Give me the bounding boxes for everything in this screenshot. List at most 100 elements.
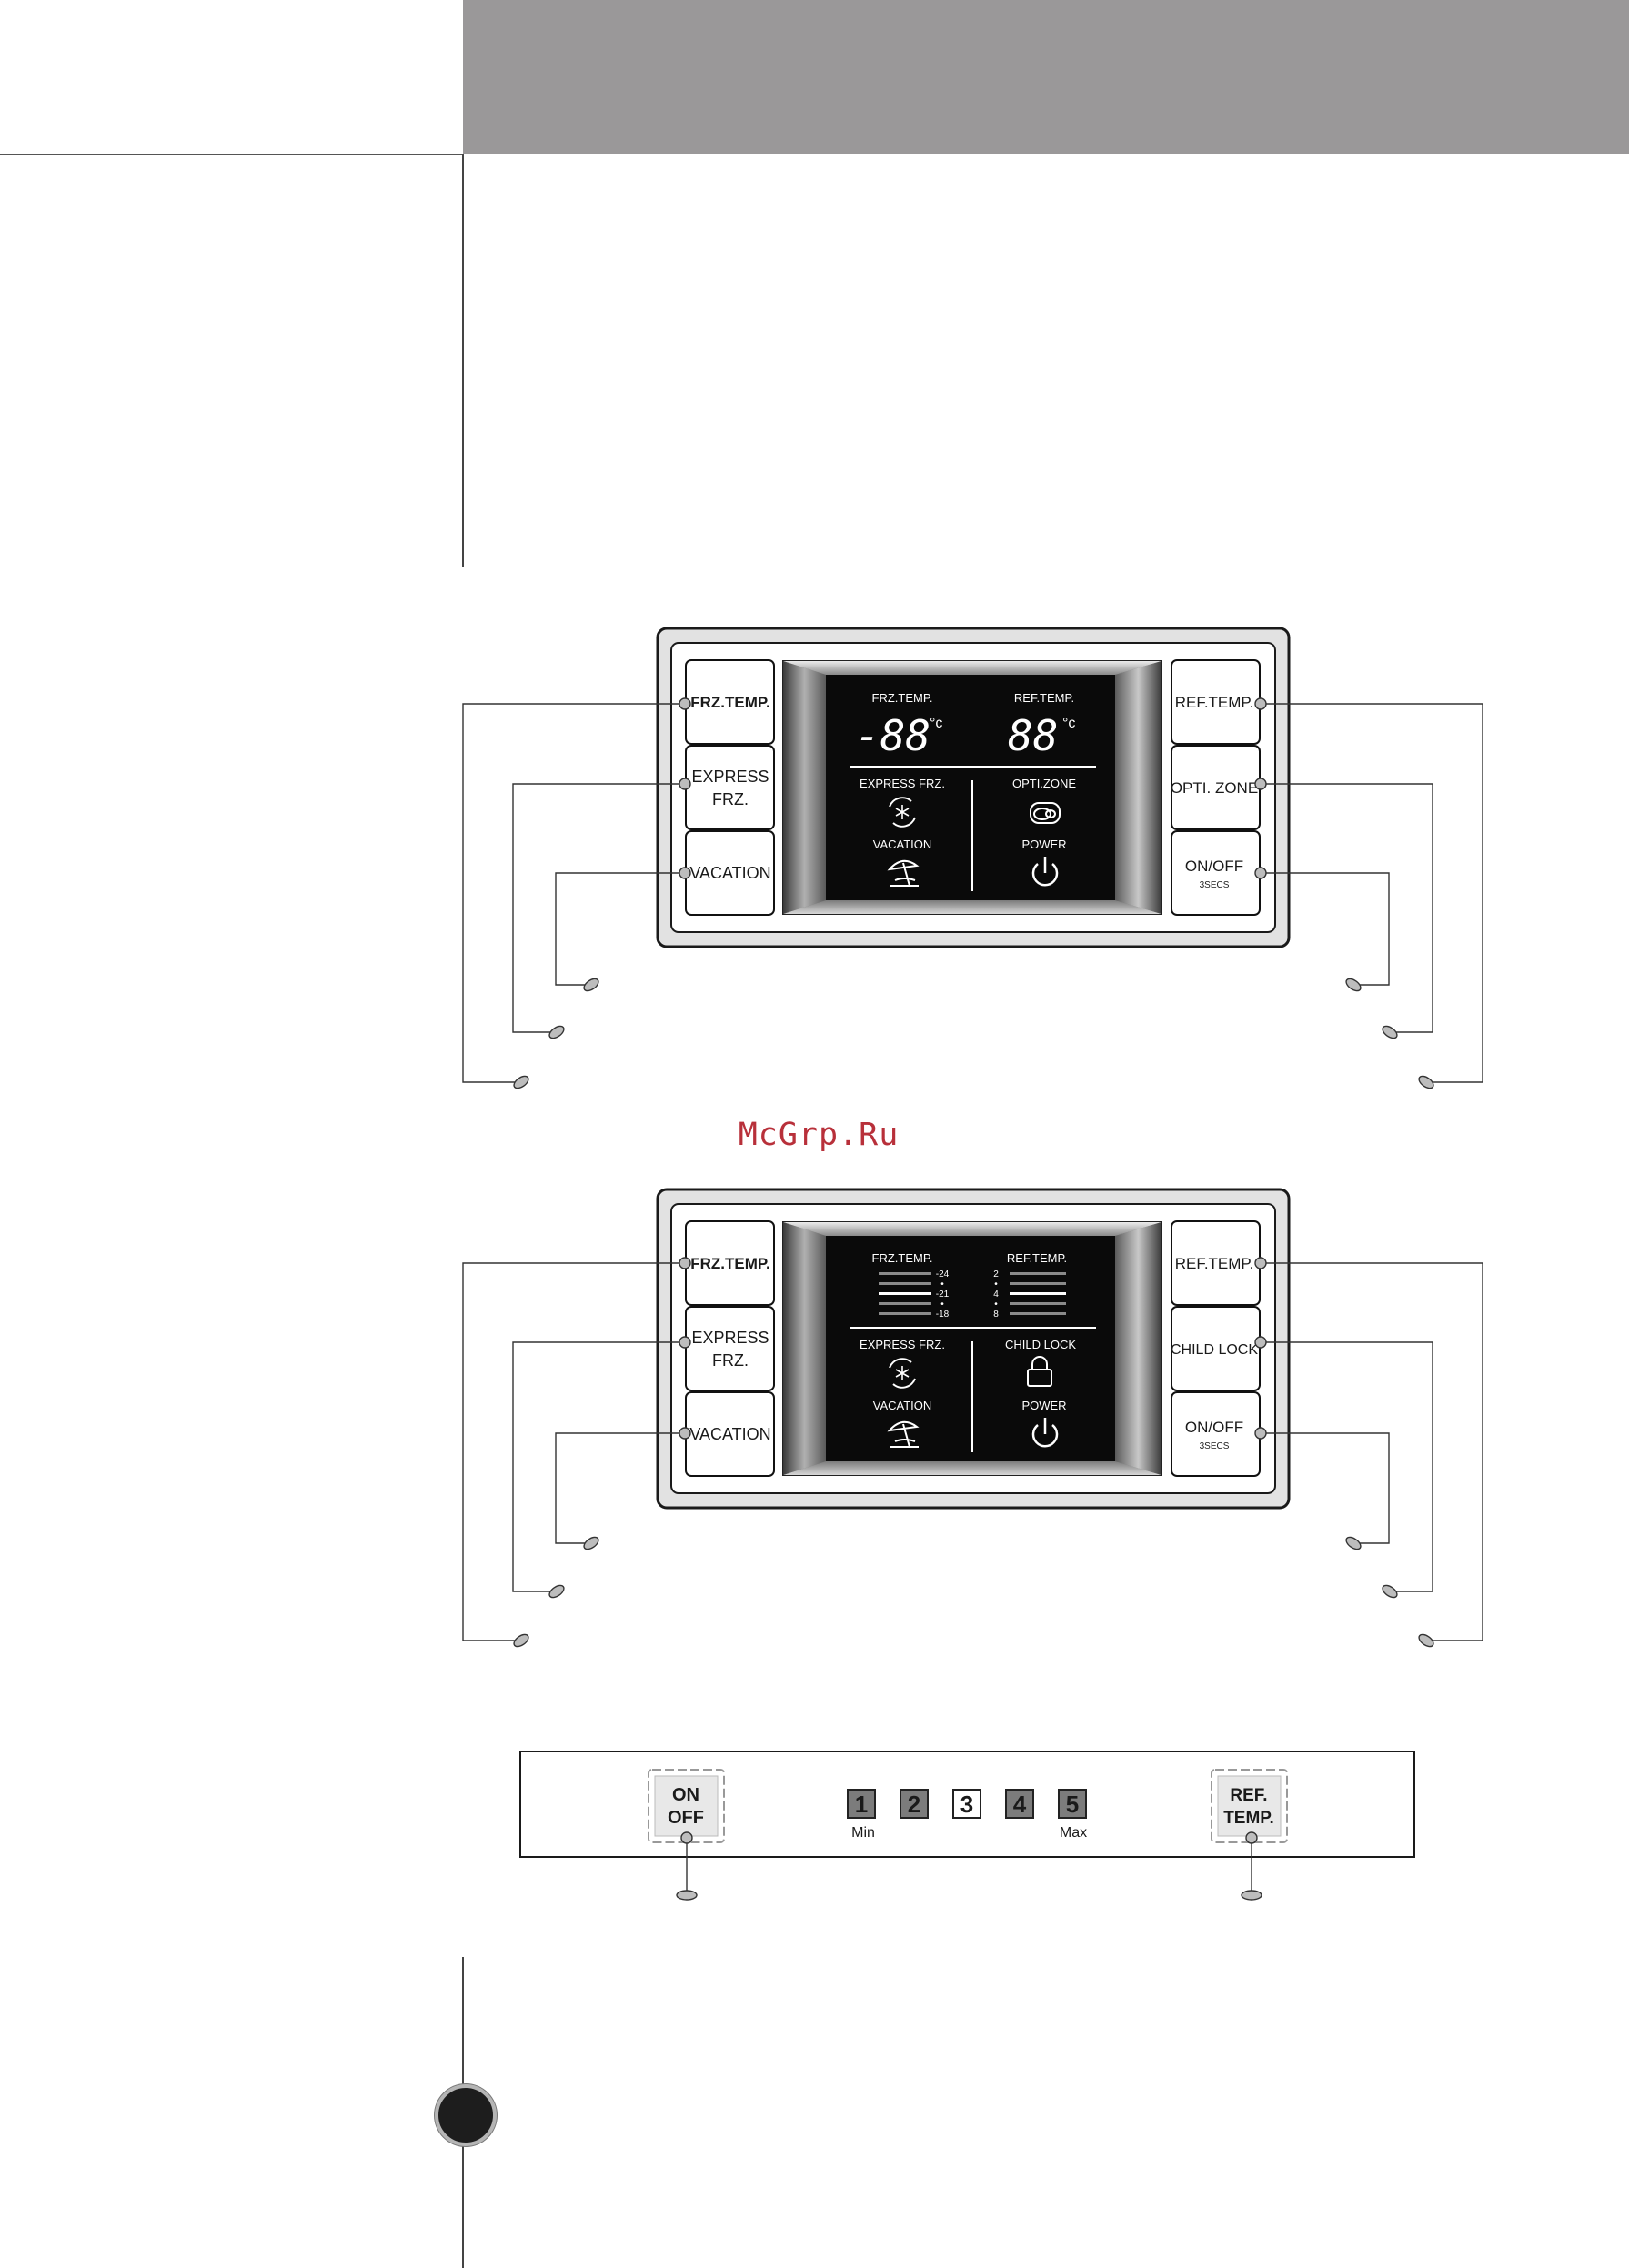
svg-text:4: 4 bbox=[1013, 1791, 1027, 1818]
control-panel-1: FRZ.TEMP. EXPRESS FRZ. VACATION REF.TEMP… bbox=[656, 627, 1291, 948]
vacation-button[interactable]: VACATION bbox=[685, 1391, 775, 1477]
frz-temp-button-label: FRZ.TEMP. bbox=[690, 694, 770, 711]
on-label: ON bbox=[672, 1785, 699, 1805]
svg-text:•: • bbox=[994, 1280, 998, 1290]
level-2-indicator: 2 bbox=[900, 1789, 929, 1819]
lcd-vdivider bbox=[971, 780, 973, 891]
frz-temp-button-label: FRZ.TEMP. bbox=[690, 1255, 770, 1272]
frz-temp-button[interactable]: FRZ.TEMP. bbox=[685, 1220, 775, 1306]
opti-zone-icon bbox=[1030, 802, 1061, 824]
opti-zone-button[interactable]: OPTI. ZONE bbox=[1171, 745, 1261, 830]
temp-label: TEMP. bbox=[1223, 1809, 1274, 1828]
power-icon bbox=[1031, 857, 1059, 887]
express-frz-label-line2: FRZ. bbox=[712, 790, 749, 808]
on-off-sub-label: 3SECS bbox=[1200, 1441, 1230, 1451]
ref-temp-button[interactable]: REF.TEMP. bbox=[1171, 1220, 1261, 1306]
panel3-callouts bbox=[676, 1831, 1262, 1901]
level-5-indicator: 5 bbox=[1058, 1789, 1087, 1819]
vacation-button-label: VACATION bbox=[689, 1425, 770, 1443]
lcd-childlock-label: CHILD LOCK bbox=[1005, 1338, 1076, 1351]
lcd-ref-degree: °c bbox=[1062, 716, 1075, 731]
on-off-button[interactable]: ON/OFF 3SECS bbox=[1171, 830, 1261, 916]
panel1-callout-nodes bbox=[513, 697, 1434, 1089]
svg-text:-18: -18 bbox=[936, 1310, 950, 1320]
panel2-callout-nodes bbox=[513, 1257, 1434, 1648]
lcd-display: FRZ.TEMP. REF.TEMP. -24 • -21 • -18 2 • … bbox=[826, 1236, 1115, 1461]
vacation-button-label: VACATION bbox=[689, 864, 770, 882]
express-frz-button[interactable]: EXPRESS FRZ. bbox=[685, 1306, 775, 1391]
lcd-frz-label: FRZ.TEMP. bbox=[872, 691, 933, 705]
watermark: McGrp.Ru bbox=[738, 1117, 900, 1153]
frz-scale-labels: -24 • -21 • -18 bbox=[936, 1269, 950, 1320]
lcd-divider bbox=[850, 766, 1096, 768]
lcd-power-label: POWER bbox=[1021, 1399, 1066, 1412]
off-label: OFF bbox=[668, 1808, 704, 1828]
frz-level-bars bbox=[879, 1272, 931, 1315]
svg-text:4: 4 bbox=[993, 1290, 999, 1300]
lcd-frz-degree: °c bbox=[930, 716, 942, 731]
panel1-callouts bbox=[462, 703, 1483, 1083]
lcd-vacation-label: VACATION bbox=[873, 838, 932, 851]
control-panel-3: ON OFF REF. TEMP. 1 2 3 4 bbox=[519, 1751, 1415, 1901]
lcd-vacation-label: VACATION bbox=[873, 1399, 932, 1412]
lcd-ref-label: REF.TEMP. bbox=[1014, 691, 1074, 705]
ref-temp-button[interactable]: REF. TEMP. bbox=[1211, 1769, 1288, 1843]
max-label: Max bbox=[1060, 1825, 1087, 1841]
lcd-display: FRZ.TEMP. REF.TEMP. -88 °c 88 °c EXPRESS… bbox=[826, 675, 1115, 900]
margin-rule-top bbox=[462, 154, 464, 567]
on-off-sub-label: 3SECS bbox=[1200, 880, 1230, 890]
on-off-button-label: ON/OFF bbox=[1185, 858, 1243, 875]
lcd-power-label: POWER bbox=[1021, 838, 1066, 851]
lcd-vdivider bbox=[971, 1341, 973, 1452]
level-4-indicator: 4 bbox=[1005, 1789, 1034, 1819]
svg-text:2: 2 bbox=[908, 1791, 920, 1818]
express-frz-label-line1: EXPRESS bbox=[691, 1329, 769, 1347]
frz-temp-button[interactable]: FRZ.TEMP. bbox=[685, 659, 775, 745]
snowflake-cycle-icon bbox=[889, 797, 916, 828]
svg-text:-24: -24 bbox=[936, 1269, 950, 1280]
svg-text:•: • bbox=[940, 1300, 944, 1310]
beach-umbrella-icon bbox=[887, 859, 920, 887]
child-lock-button-label: CHILD LOCK bbox=[1171, 1342, 1258, 1358]
control-panel-2: FRZ.TEMP. EXPRESS FRZ. VACATION REF.TEMP… bbox=[656, 1188, 1291, 1510]
lcd-frz-digits: -88 bbox=[855, 711, 930, 760]
express-frz-button[interactable]: EXPRESS FRZ. bbox=[685, 745, 775, 830]
header-gray-block bbox=[463, 0, 1629, 154]
min-label: Min bbox=[851, 1825, 875, 1841]
ref-temp-button[interactable]: REF.TEMP. bbox=[1171, 659, 1261, 745]
on-off-button-label: ON/OFF bbox=[1185, 1419, 1243, 1436]
level-1-indicator: 1 bbox=[847, 1789, 876, 1819]
snowflake-cycle-icon bbox=[889, 1358, 916, 1389]
svg-text:•: • bbox=[994, 1300, 998, 1310]
ref-temp-button-label: REF.TEMP. bbox=[1175, 694, 1254, 711]
lcd-frz-label: FRZ.TEMP. bbox=[872, 1251, 933, 1265]
on-off-button[interactable]: ON OFF bbox=[648, 1769, 725, 1843]
header-rule bbox=[0, 154, 463, 155]
svg-text:8: 8 bbox=[993, 1310, 999, 1320]
panel2-callouts bbox=[462, 1262, 1483, 1641]
svg-text:1: 1 bbox=[855, 1791, 868, 1818]
ref-level-bars bbox=[1010, 1272, 1066, 1315]
lcd-ref-label: REF.TEMP. bbox=[1007, 1251, 1067, 1265]
page-marker-dot bbox=[435, 2084, 497, 2146]
level-indicators: 1 2 3 4 5 Min Max bbox=[847, 1789, 1087, 1841]
power-icon bbox=[1031, 1418, 1059, 1448]
lcd-optizone-label: OPTI.ZONE bbox=[1012, 777, 1076, 790]
beach-umbrella-icon bbox=[887, 1420, 920, 1448]
express-frz-label-line1: EXPRESS bbox=[691, 768, 769, 786]
child-lock-button[interactable]: CHILD LOCK bbox=[1171, 1306, 1261, 1391]
level-3-indicator: 3 bbox=[952, 1789, 981, 1819]
opti-zone-button-label: OPTI. ZONE bbox=[1171, 779, 1258, 797]
express-frz-label-line2: FRZ. bbox=[712, 1351, 749, 1370]
lcd-ref-digits: 88 bbox=[1008, 711, 1058, 760]
vacation-button[interactable]: VACATION bbox=[685, 830, 775, 916]
lcd-express-label: EXPRESS FRZ. bbox=[860, 1338, 945, 1351]
svg-text:-21: -21 bbox=[936, 1290, 950, 1300]
ref-scale-labels: 2 • 4 • 8 bbox=[993, 1269, 999, 1320]
on-off-button[interactable]: ON/OFF 3SECS bbox=[1171, 1391, 1261, 1477]
lcd-divider bbox=[850, 1327, 1096, 1329]
lcd-express-label: EXPRESS FRZ. bbox=[860, 777, 945, 790]
svg-text:•: • bbox=[940, 1280, 944, 1290]
padlock-icon bbox=[1027, 1356, 1052, 1387]
svg-text:3: 3 bbox=[960, 1791, 973, 1818]
